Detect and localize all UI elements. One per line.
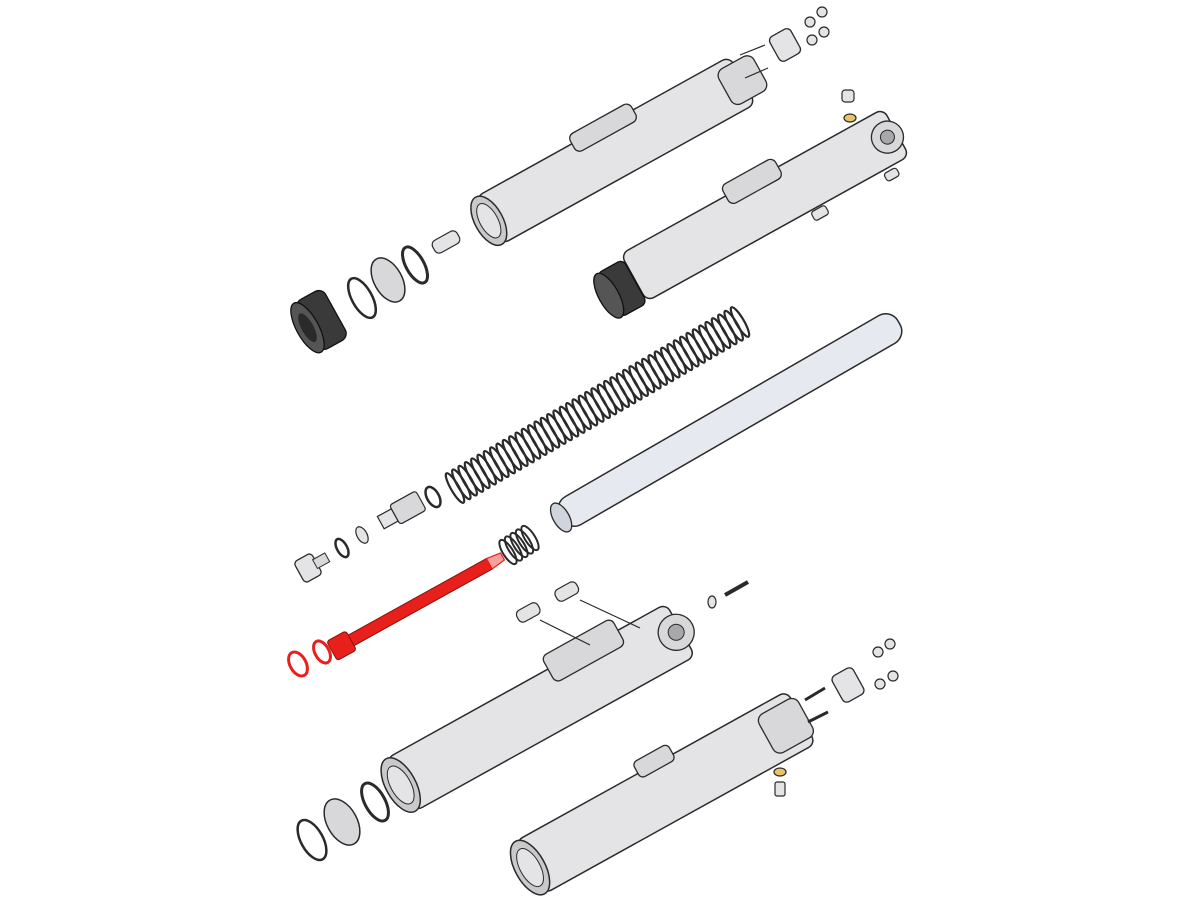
rebound-spring-coil xyxy=(514,528,535,555)
upper-left-fork-slider xyxy=(470,55,768,247)
fork-spring xyxy=(444,306,751,504)
upper-left-hardware xyxy=(739,6,830,79)
damper-washer-1 xyxy=(334,537,350,559)
lower-left-pins xyxy=(515,580,749,646)
upper-pin xyxy=(431,230,461,254)
upper-oil-seal xyxy=(370,257,406,303)
damper-washer-2 xyxy=(355,526,369,544)
lower-left-fork-slider xyxy=(380,605,695,813)
damper-o-ring xyxy=(424,485,442,509)
lower-right-hardware xyxy=(773,638,899,797)
damper-piston-ring-2 xyxy=(287,650,309,678)
damper-piston-ring-1 xyxy=(312,639,332,665)
upper-left-caliper-clamp xyxy=(768,28,802,62)
lower-seal-washer xyxy=(360,781,390,823)
lower-right-fork-slider xyxy=(509,693,815,896)
upper-right-hardware xyxy=(811,89,900,221)
lower-oil-seal xyxy=(323,798,361,846)
fork-inner-tube xyxy=(549,313,903,533)
upper-circlip xyxy=(346,276,378,320)
lower-circlip xyxy=(296,818,328,862)
rebound-spring-coil xyxy=(503,535,524,562)
upper-seal-washer xyxy=(401,245,429,285)
upper-right-dust-boot xyxy=(593,260,646,319)
rebound-spring-coil xyxy=(520,524,540,552)
rebound-spring xyxy=(498,524,540,566)
upper-dust-boot xyxy=(290,289,347,354)
spring-coil xyxy=(729,306,751,338)
damper-rod xyxy=(327,552,506,661)
damper-valve xyxy=(376,491,426,530)
lower-right-caliper-clamp xyxy=(831,667,865,703)
rebound-spring-coil xyxy=(498,538,518,566)
damper-bolt xyxy=(294,552,331,583)
rebound-spring-coil xyxy=(509,531,529,559)
